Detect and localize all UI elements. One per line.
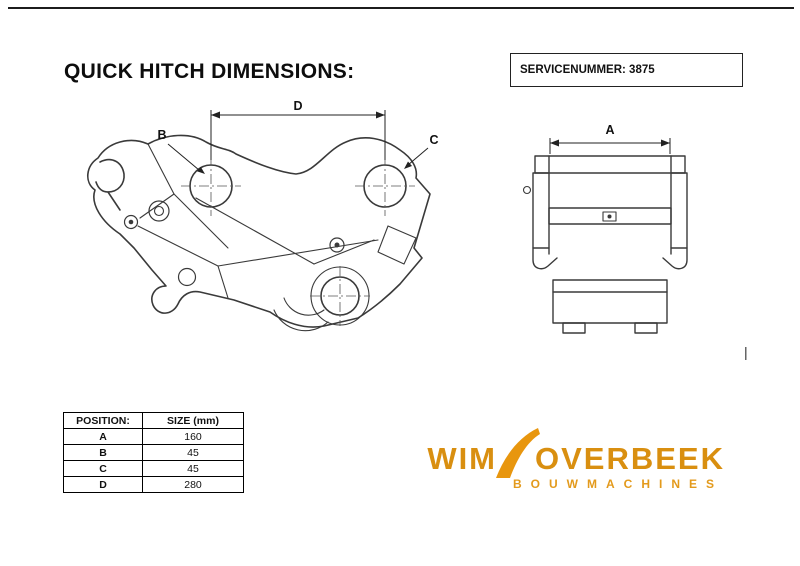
position-cell: A bbox=[63, 428, 143, 445]
table-header-position: POSITION: bbox=[63, 412, 143, 429]
right-side-plate bbox=[670, 172, 688, 249]
size-cell: 45 bbox=[142, 444, 244, 461]
top-member bbox=[534, 155, 686, 174]
hook-jaw bbox=[95, 158, 125, 193]
side-plate-hole bbox=[522, 185, 532, 195]
dim-label-c: C bbox=[429, 133, 438, 147]
dim-label-d: D bbox=[293, 99, 302, 113]
dim-label-a: A bbox=[605, 123, 614, 137]
left-foot bbox=[562, 322, 586, 334]
body-outline bbox=[87, 134, 431, 328]
left-plate-curl bbox=[532, 247, 558, 270]
dimensions-table: POSITION: SIZE (mm) A 160 B 45 C 45 bbox=[63, 412, 244, 493]
quick-hitch-front-view-drawing: A bbox=[522, 123, 688, 334]
service-number-box: SERVICENUMMER: 3875 bbox=[510, 53, 743, 87]
table-row: D 280 bbox=[63, 476, 244, 493]
size-cell: 280 bbox=[142, 476, 244, 493]
logo-word-wim: WIM bbox=[427, 441, 498, 476]
sensor-block bbox=[602, 211, 617, 222]
latch-roller bbox=[177, 267, 197, 287]
right-plate-curl bbox=[662, 247, 688, 270]
size-cell: 160 bbox=[142, 428, 244, 445]
logo-word-overbeek: OVERBEEK bbox=[535, 441, 725, 476]
grease-nipple bbox=[329, 237, 345, 253]
position-cell: D bbox=[63, 476, 143, 493]
small-pin bbox=[123, 214, 139, 230]
table-header-size: SIZE (mm) bbox=[142, 412, 244, 429]
table-row: A 160 bbox=[63, 428, 244, 445]
company-logo: WIM OVERBEEK BOUWMACHINES bbox=[427, 424, 725, 491]
side-bracket bbox=[377, 225, 417, 265]
logo-subtitle: BOUWMACHINES bbox=[513, 477, 723, 491]
position-cell: C bbox=[63, 460, 143, 477]
page-top-border bbox=[8, 7, 794, 9]
lower-block bbox=[552, 279, 668, 324]
hook-jaw-inner bbox=[107, 191, 121, 211]
dim-label-b: B bbox=[157, 128, 166, 142]
logo-swoosh-icon bbox=[496, 428, 541, 478]
table-row: B 45 bbox=[63, 444, 244, 461]
left-side-plate bbox=[532, 172, 550, 249]
page-mark: | bbox=[744, 344, 748, 360]
middle-member bbox=[548, 207, 672, 225]
quick-hitch-side-view-drawing: D B C bbox=[87, 99, 439, 332]
page-title: QUICK HITCH DIMENSIONS: bbox=[64, 60, 355, 83]
size-cell: 45 bbox=[142, 460, 244, 477]
table-row: C 45 bbox=[63, 460, 244, 477]
latch-pivot bbox=[148, 200, 170, 222]
service-number-label: SERVICENUMMER: 3875 bbox=[520, 64, 655, 76]
right-foot bbox=[634, 322, 658, 334]
position-cell: B bbox=[63, 444, 143, 461]
